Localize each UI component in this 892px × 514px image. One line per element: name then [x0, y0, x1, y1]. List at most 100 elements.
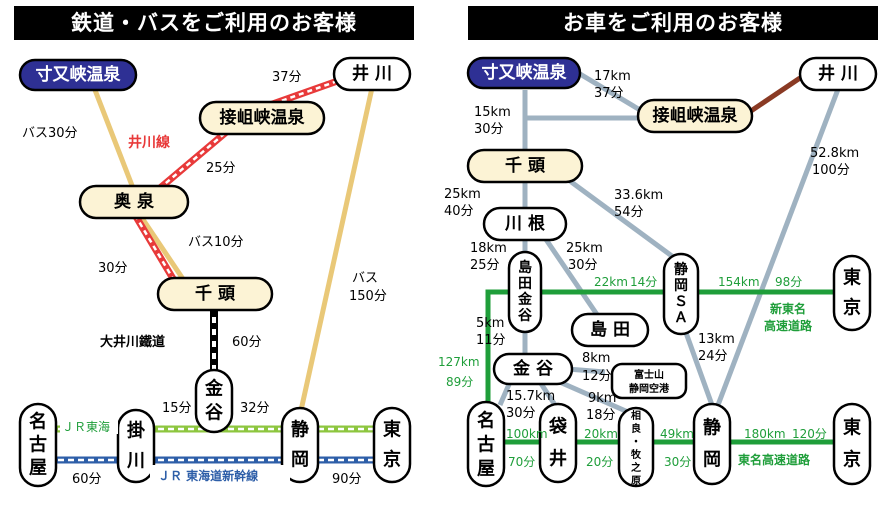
label-30min-r1: 30分 [474, 122, 504, 137]
station-kakegawa[interactable]: 掛 川 [116, 408, 156, 484]
label-8km: 8km [582, 351, 610, 366]
label-100min: 100分 [812, 163, 850, 178]
station-sumatakyo-right[interactable]: 寸又峡温泉 [466, 56, 582, 90]
station-shizuoka-right[interactable]: 静 岡 [692, 402, 732, 486]
station-kawane[interactable]: 川 根 [482, 206, 568, 242]
svg-text:屋: 屋 [29, 458, 47, 479]
label-bus30: バス30分 [22, 126, 78, 141]
station-fukuroi[interactable]: 袋 井 [538, 402, 578, 484]
station-senzu-right[interactable]: 千 頭 [466, 148, 584, 184]
station-nagoya-right[interactable]: 名 古 屋 [466, 400, 506, 488]
svg-text:川: 川 [126, 451, 145, 472]
label-shin-tomei-a: 新東名 [770, 301, 806, 316]
svg-text:名: 名 [29, 411, 47, 433]
label-18km: 18km [470, 241, 507, 256]
label-shin-tomei-b: 高速道路 [764, 318, 813, 333]
bus-line-ikawa-shizuoka [297, 87, 375, 416]
label-30min: 30分 [98, 261, 128, 276]
station-senzu-left[interactable]: 千 頭 [156, 276, 274, 312]
svg-text:袋: 袋 [548, 416, 568, 438]
svg-text:井: 井 [549, 448, 567, 470]
svg-text:京: 京 [843, 449, 861, 471]
label-60min-b: 60分 [72, 472, 102, 487]
svg-text:千 頭: 千 頭 [195, 284, 236, 304]
svg-text:名: 名 [477, 410, 495, 432]
label-22km: 22km [594, 275, 628, 289]
label-bus150-b: 150分 [349, 289, 387, 304]
station-tokyo-left[interactable]: 東 京 [372, 406, 412, 484]
svg-text:田: 田 [518, 276, 532, 292]
station-sessokyo-left[interactable]: 接岨峡温泉 [198, 100, 326, 136]
station-tokyo-right-bottom[interactable]: 東 京 [832, 402, 872, 486]
label-24min: 24分 [698, 349, 728, 364]
svg-text:富士山: 富士山 [634, 368, 664, 381]
label-15min: 15分 [162, 401, 192, 416]
svg-text:金: 金 [517, 291, 533, 308]
svg-text:東: 東 [383, 419, 401, 441]
station-nagoya-left[interactable]: 名 古 屋 [18, 402, 58, 488]
header-rail-bus: 鉄道・バスをご利用のお客様 [14, 6, 414, 40]
label-20km: 20km [584, 427, 618, 441]
label-25min: 25分 [206, 161, 236, 176]
svg-text:金 谷: 金 谷 [512, 358, 554, 379]
bus-line-sumatakyo [92, 89, 136, 189]
label-30min-r3: 30分 [506, 406, 536, 421]
label-54min: 54分 [614, 205, 644, 220]
label-15km: 15km [474, 105, 511, 120]
svg-text:岡: 岡 [674, 278, 688, 294]
station-kanaya-left[interactable]: 金 谷 [194, 368, 234, 434]
svg-text:静: 静 [674, 261, 688, 278]
label-bus10: バス10分 [188, 235, 244, 250]
label-15-7km: 15.7km [506, 389, 555, 404]
station-shimada-kanaya[interactable]: 島 田 金 谷 [507, 250, 543, 334]
label-20min: 20分 [586, 455, 613, 469]
svg-text:相: 相 [631, 409, 641, 422]
label-18min: 18分 [586, 408, 616, 423]
station-fujisan-airport[interactable]: 富士山 静岡空港 [610, 362, 688, 400]
station-tokyo-right-top[interactable]: 東 京 [832, 254, 872, 332]
right-labels: 17km 37分 15km 30分 52.8km 100分 25km 40分 3… [438, 69, 859, 469]
svg-text:岡: 岡 [703, 450, 721, 471]
station-sessokyo-right[interactable]: 接岨峡温泉 [636, 98, 754, 134]
label-11min: 11分 [476, 333, 506, 348]
station-kanaya-right[interactable]: 金 谷 [492, 352, 574, 386]
svg-text:奥 泉: 奥 泉 [114, 191, 155, 212]
svg-text:・: ・ [631, 437, 641, 448]
svg-text:古: 古 [477, 434, 495, 456]
station-okuizumi[interactable]: 奥 泉 [78, 184, 190, 220]
bus-line-okuizumi-senzu [137, 213, 188, 284]
svg-text:静: 静 [703, 417, 721, 439]
label-5km: 5km [476, 316, 504, 331]
svg-text:東: 東 [843, 267, 861, 289]
label-tomei: 東名高速道路 [738, 452, 811, 467]
label-40min: 40分 [444, 204, 474, 219]
svg-text:接岨峡温泉: 接岨峡温泉 [220, 107, 306, 128]
svg-text:岡: 岡 [291, 450, 309, 471]
svg-text:島: 島 [518, 259, 532, 276]
label-89min: 89分 [446, 375, 473, 389]
svg-text:金: 金 [204, 378, 224, 400]
svg-text:原: 原 [631, 475, 641, 487]
station-sumatakyo-left[interactable]: 寸又峡温泉 [18, 58, 138, 92]
label-shinkansen: ＪＲ 東海道新幹線 [158, 468, 258, 483]
station-shizuoka-left[interactable]: 静 岡 [280, 406, 320, 484]
svg-text:良: 良 [631, 422, 641, 435]
label-37min-r: 37分 [594, 86, 624, 101]
station-sagara-makinohara[interactable]: 相 良 ・ 牧 之 原 [617, 406, 655, 488]
label-bus150-a: バス [352, 271, 378, 286]
label-25km-b: 25km [566, 241, 603, 256]
label-25min-r: 25分 [470, 258, 500, 273]
station-ikawa-left[interactable]: 井 川 [332, 56, 412, 92]
svg-text:千 頭: 千 頭 [505, 156, 546, 176]
label-100km: 100km [506, 427, 548, 441]
svg-text:Ｓ: Ｓ [674, 294, 688, 310]
svg-text:牧: 牧 [631, 448, 642, 461]
station-shizuoka-sa[interactable]: 静 岡 Ｓ Ａ [662, 252, 700, 336]
station-ikawa-right[interactable]: 井 川 [798, 56, 878, 92]
station-shimada[interactable]: 島 田 [570, 312, 650, 348]
left-labels: バス30分 井川線 37分 25分 バス10分 30分 バス 150分 大井川鐵… [22, 70, 387, 487]
svg-text:静: 静 [291, 419, 309, 441]
label-154km: 154km [718, 275, 760, 289]
label-17km: 17km [594, 69, 631, 84]
svg-text:古: 古 [29, 434, 47, 456]
